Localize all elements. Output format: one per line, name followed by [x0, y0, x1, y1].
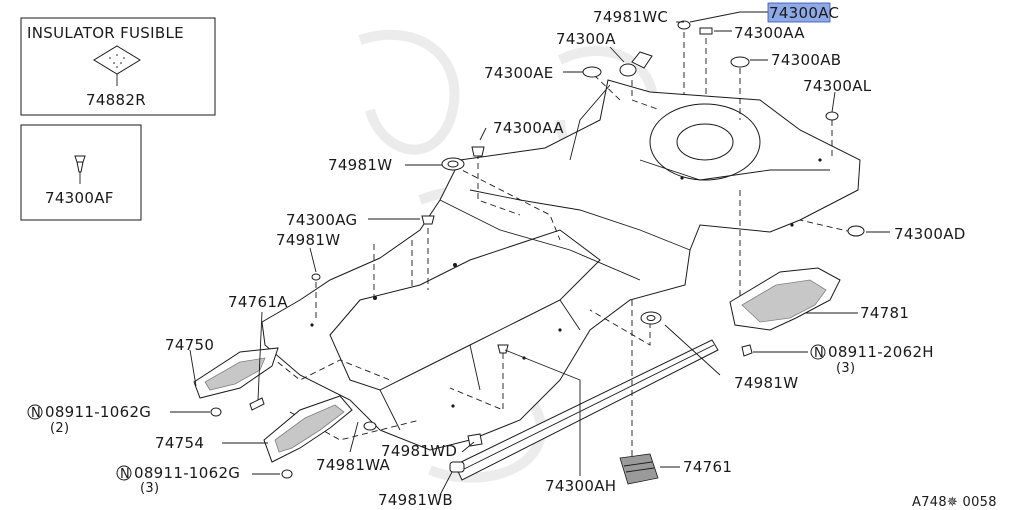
label-74981WC[interactable]: 74981WC — [593, 8, 668, 26]
label-74300AE[interactable]: 74300AE — [484, 64, 554, 82]
label-74750[interactable]: 74750 — [165, 336, 214, 354]
nut-symbol-2062H: N — [810, 344, 826, 361]
bracket-74761 — [619, 453, 659, 485]
label-74300A[interactable]: 74300A — [556, 30, 616, 48]
label-08911-1062G-a[interactable]: 08911-1062G — [45, 403, 151, 421]
label-74300AH[interactable]: 74300AH — [545, 477, 616, 495]
selected-part-highlight — [767, 2, 831, 23]
insulator-part-number: 74882R — [86, 91, 146, 109]
label-74981W-top[interactable]: 74981W — [328, 156, 392, 174]
nut-symbol-1062G-b: N — [116, 465, 132, 482]
nut-symbol-letter: N — [814, 346, 824, 361]
label-74981WA[interactable]: 74981WA — [316, 456, 391, 474]
label-74300AB[interactable]: 74300AB — [771, 51, 841, 69]
label-74981W-right[interactable]: 74981W — [734, 374, 798, 392]
nut-symbol-letter: N — [120, 467, 130, 482]
heat-insulator-74781 — [729, 267, 841, 331]
clip-icon — [74, 155, 86, 163]
label-74981WB[interactable]: 74981WB — [378, 491, 453, 509]
label-08911-1062G-b[interactable]: 08911-1062G — [134, 464, 240, 482]
nut-symbol-1062G-a: N — [27, 404, 43, 421]
part-labels: 74300AC 74981WC 74300A 74300AA 74300AB 7… — [27, 4, 966, 509]
clip-part-number: 74300AF — [45, 189, 114, 207]
label-74754[interactable]: 74754 — [155, 434, 204, 452]
label-74300AG[interactable]: 74300AG — [286, 211, 357, 229]
label-74300AD[interactable]: 74300AD — [894, 225, 966, 243]
insulator-fusible-inset: INSULATOR FUSIBLE 74882R — [20, 17, 216, 116]
side-sill-panel — [454, 339, 719, 481]
label-74300AA-mid[interactable]: 74300AA — [493, 119, 564, 137]
assembly-dash-lines — [269, 32, 853, 460]
heat-insulator-74750 — [193, 347, 279, 399]
clip-inset: 74300AF — [20, 124, 142, 221]
label-74761[interactable]: 74761 — [683, 458, 732, 476]
label-74300AA-top[interactable]: 74300AA — [734, 24, 805, 42]
qty-08911-1062G-a: (2) — [50, 421, 69, 436]
floor-panel — [261, 79, 861, 451]
label-74981WD[interactable]: 74981WD — [381, 442, 457, 460]
label-74761A[interactable]: 74761A — [228, 293, 288, 311]
label-74781[interactable]: 74781 — [860, 304, 909, 322]
heat-insulator-74754 — [263, 395, 353, 463]
qty-08911-2062H: (3) — [836, 361, 855, 376]
qty-08911-1062G-b: (3) — [140, 481, 159, 496]
label-74300AL[interactable]: 74300AL — [803, 77, 872, 95]
diagram-code: A748✵ 0058 — [912, 495, 997, 510]
label-74300AC[interactable]: 74300AC — [769, 4, 839, 22]
leader-lines — [170, 11, 890, 496]
nut-symbol-letter: N — [31, 406, 41, 421]
label-74981W-left[interactable]: 74981W — [276, 231, 340, 249]
insulator-inset-title: INSULATOR FUSIBLE — [27, 24, 184, 42]
plug-clip-markers — [210, 20, 865, 479]
label-08911-2062H[interactable]: 08911-2062H — [828, 343, 934, 361]
